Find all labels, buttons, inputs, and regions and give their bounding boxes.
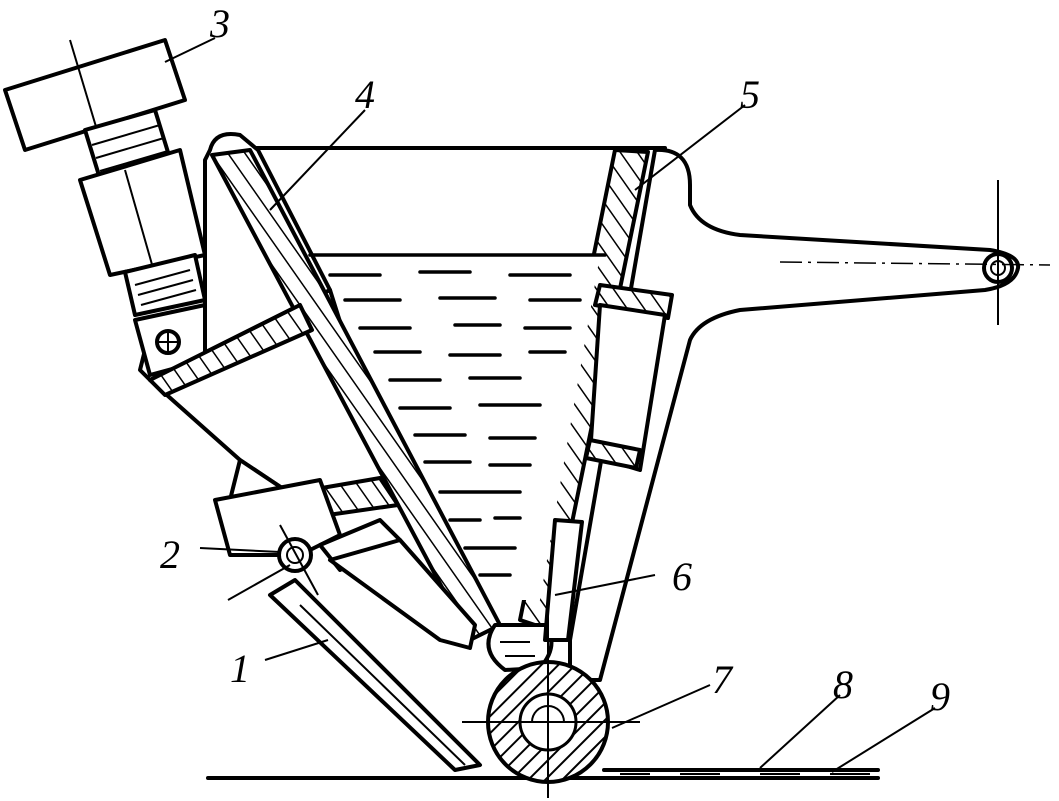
pivot <box>213 478 402 601</box>
frame-arm <box>568 147 1051 682</box>
label-4: 4 <box>355 72 375 117</box>
label-2: 2 <box>160 532 180 577</box>
label-3: 3 <box>209 1 230 46</box>
label-7: 7 <box>712 657 734 702</box>
label-1: 1 <box>230 646 250 691</box>
left-wall <box>148 148 502 642</box>
label-8: 8 <box>833 662 853 707</box>
coating-film <box>602 768 880 775</box>
coating-liquid <box>308 253 607 600</box>
adjusting-screw <box>3 38 207 377</box>
leader-lines <box>164 37 936 773</box>
label-5: 5 <box>740 72 760 117</box>
doctor-blade <box>268 578 482 772</box>
label-9: 9 <box>930 674 950 719</box>
label-6: 6 <box>672 554 692 599</box>
lower-holder <box>328 538 477 650</box>
roller <box>462 600 640 798</box>
